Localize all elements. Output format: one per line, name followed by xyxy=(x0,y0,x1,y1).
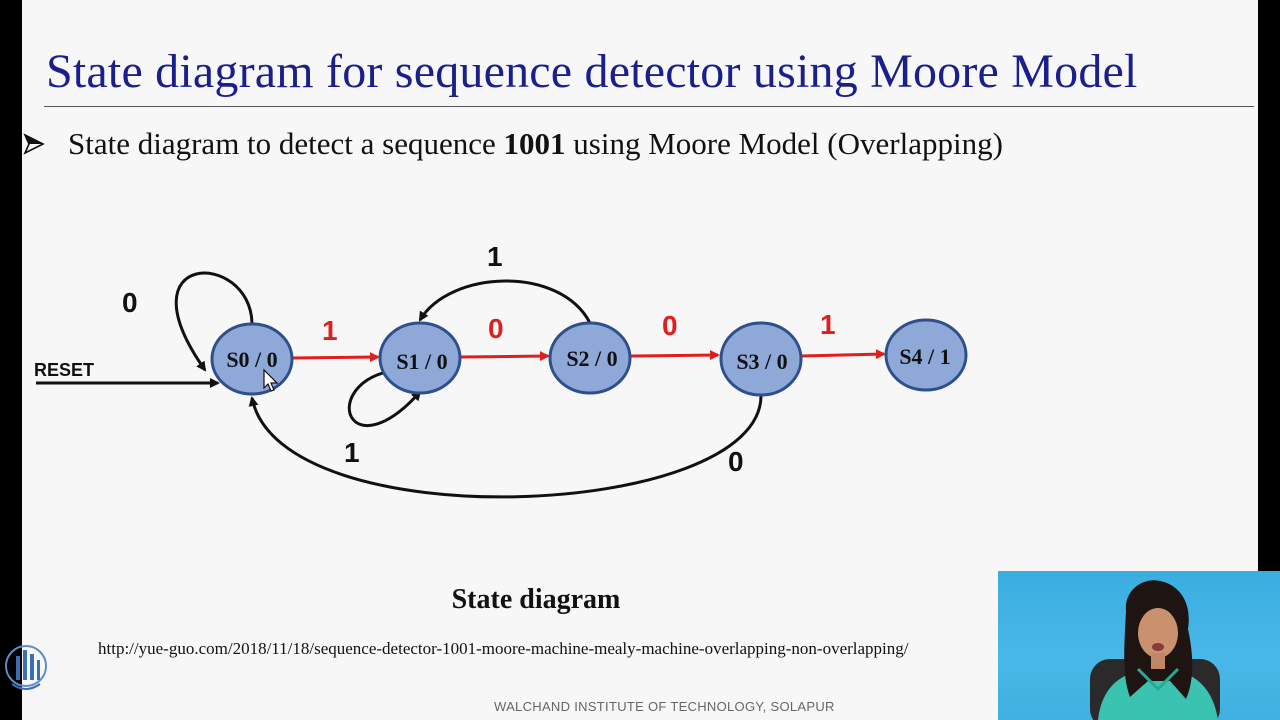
mouse-cursor-icon xyxy=(263,368,279,392)
state-label-s3: S3 / 0 xyxy=(736,349,787,374)
transition-label-s2-s3: 0 xyxy=(662,310,678,341)
transition-s1-s1 xyxy=(347,370,422,427)
transition-s3-s0 xyxy=(248,395,763,499)
bullet-arrow-icon xyxy=(23,133,45,155)
state-label-s4: S4 / 1 xyxy=(899,344,950,369)
bullet-sequence: 1001 xyxy=(503,126,566,161)
bullet-suffix: using Moore Model (Overlapping) xyxy=(565,126,1003,161)
bullet-prefix: State diagram to detect a sequence xyxy=(68,126,504,161)
transition-label-s1-s1: 1 xyxy=(344,437,360,468)
transition-label-s2-s1: 1 xyxy=(487,241,503,272)
transition-s3-s4 xyxy=(800,349,886,360)
transition-label-s3-s0: 0 xyxy=(728,446,744,477)
bullet-text: State diagram to detect a sequence 1001 … xyxy=(68,126,1003,162)
state-s3: S3 / 0 xyxy=(719,321,803,397)
diagram-caption: State diagram xyxy=(451,584,621,615)
presenter-figure xyxy=(1090,580,1220,720)
presenter-webcam xyxy=(998,571,1280,720)
transition-label-s1-s2: 0 xyxy=(488,313,504,344)
footer-institution: WALCHAND INSTITUTE OF TECHNOLOGY, SOLAPU… xyxy=(494,699,835,714)
state-label-s1: S1 / 0 xyxy=(396,349,447,374)
transition-s2-s1 xyxy=(418,279,592,324)
title-divider xyxy=(44,106,1254,107)
state-label-s0: S0 / 0 xyxy=(226,347,277,372)
state-s4: S4 / 1 xyxy=(884,318,968,392)
source-link[interactable]: http://yue-guo.com/2018/11/18/sequence-d… xyxy=(98,639,909,658)
transition-s0-s0 xyxy=(174,271,254,372)
transition-s1-s2 xyxy=(460,351,550,362)
institute-logo-icon xyxy=(5,645,47,690)
transition-s0-s1 xyxy=(291,352,380,363)
transition-label-s3-s4: 1 xyxy=(820,309,836,340)
transition-label-s0-s1: 1 xyxy=(322,315,338,346)
state-s1: S1 / 0 xyxy=(378,321,462,395)
state-s2: S2 / 0 xyxy=(548,321,632,395)
slide-title: State diagram for sequence detector usin… xyxy=(46,45,1138,98)
state-label-s2: S2 / 0 xyxy=(566,346,617,371)
transition-s2-s3 xyxy=(630,350,720,361)
reset-label: RESET xyxy=(34,360,94,380)
state-s0: S0 / 0 xyxy=(210,322,294,396)
transition-label-s0-s0: 0 xyxy=(122,287,138,318)
